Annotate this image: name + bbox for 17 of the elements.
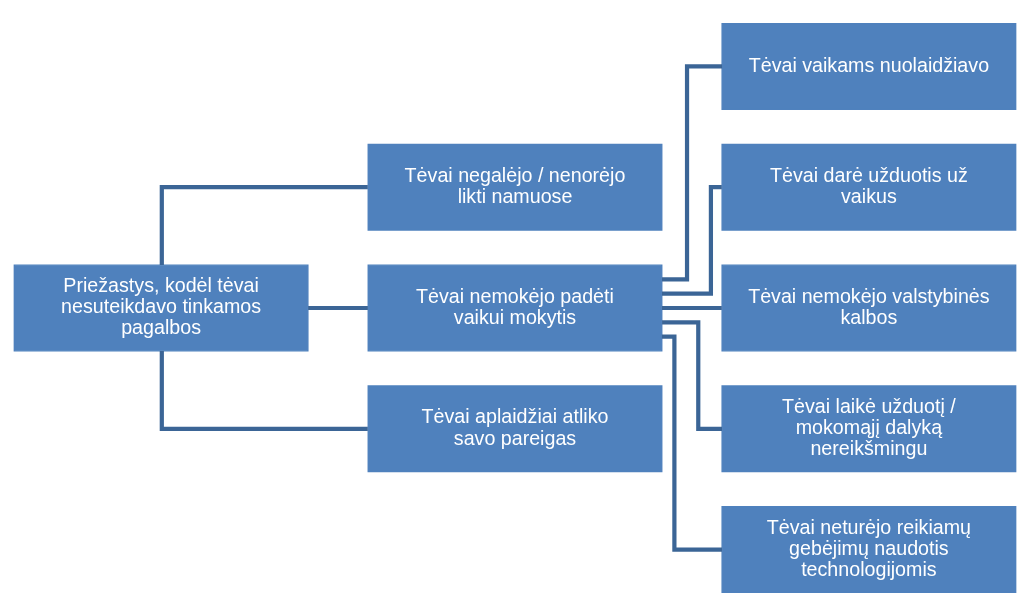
connector xyxy=(662,319,722,431)
node-box: Priežastys, kodėl tėvai nesuteikdavo tinkamos pagalbos xyxy=(13,263,309,352)
node-box: Tėvai aplaidžiai atliko savo pareigas xyxy=(367,384,663,472)
connector xyxy=(662,184,722,296)
connector xyxy=(662,305,722,310)
node-box: Tėvai laikė užduotį / mokomąjį dalyką nereikšmingu xyxy=(721,384,1017,472)
connector xyxy=(662,63,723,282)
node-box: Tėvai negalėjo / nenorėjo likti namuose xyxy=(367,143,663,231)
connector xyxy=(308,305,368,310)
connector xyxy=(159,350,368,431)
node-box: Tėvai darė užduotis už vaikus xyxy=(721,143,1017,231)
node-box: Tėvai nemokėjo valstybinės kalbos xyxy=(721,263,1017,352)
node-box: Tėvai neturėjo reikiamų gebėjimų naudotis technologijomis xyxy=(721,505,1017,593)
node-box: Tėvai vaikams nuolaidžiavo xyxy=(721,22,1017,110)
connector xyxy=(159,184,368,265)
node-box: Tėvai nemokėjo padėti vaikui mokytis xyxy=(367,263,663,352)
connector xyxy=(661,333,722,552)
